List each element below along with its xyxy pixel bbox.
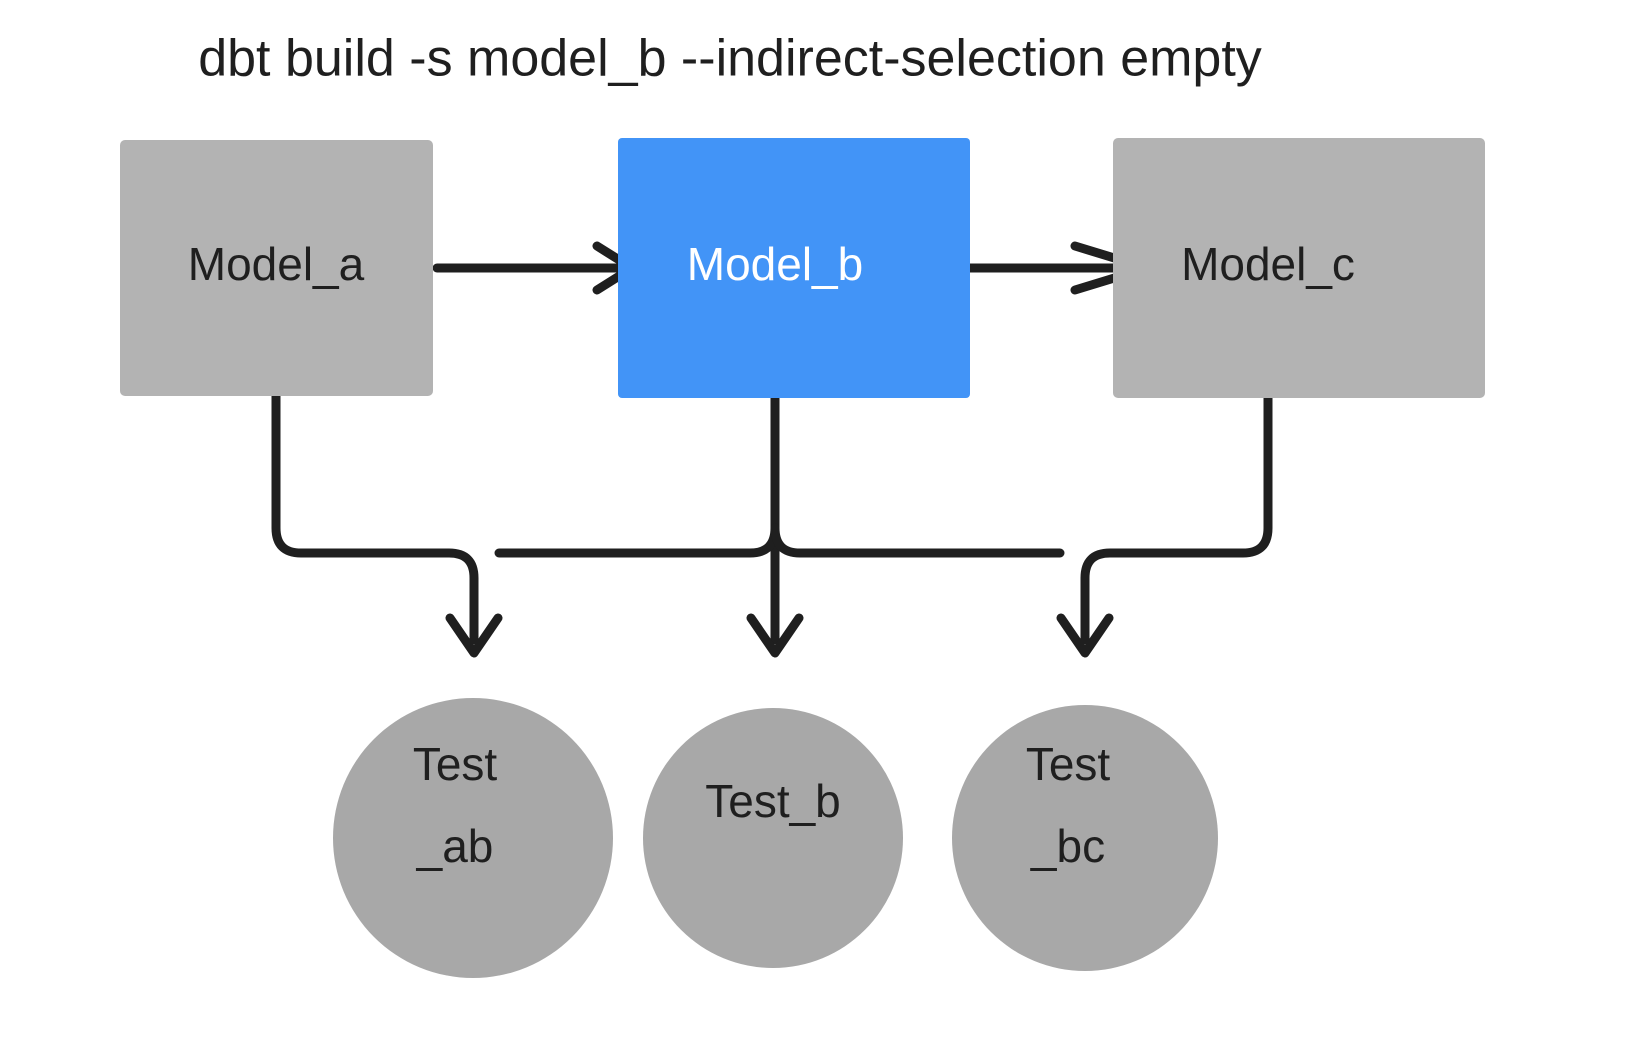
edge-model-c-to-test-bc bbox=[1056, 391, 1273, 658]
node-test-b-label-line1: Test_b bbox=[705, 775, 841, 827]
node-test-bc-label-line2: _bc bbox=[1030, 820, 1105, 872]
node-test-ab[interactable]: Test _ab bbox=[333, 698, 613, 978]
node-model-a-label: Model_a bbox=[188, 238, 365, 290]
node-model-c[interactable]: Model_c bbox=[1113, 138, 1485, 398]
edge-model-b-to-test-bc bbox=[770, 523, 1065, 558]
edge-model-b-to-test-ab bbox=[494, 523, 780, 558]
node-model-c-label: Model_c bbox=[1181, 238, 1355, 290]
node-test-bc[interactable]: Test _bc bbox=[952, 705, 1218, 971]
page-title: dbt build -s model_b --indirect-selectio… bbox=[198, 30, 1262, 88]
edge-model-a-to-model-b bbox=[432, 241, 637, 295]
node-model-b[interactable]: Model_b bbox=[618, 138, 970, 398]
node-test-b[interactable]: Test_b bbox=[643, 708, 903, 968]
edge-model-b-to-test-b bbox=[746, 391, 804, 658]
node-model-b-label: Model_b bbox=[687, 238, 863, 290]
node-model-a[interactable]: Model_a bbox=[120, 140, 433, 396]
node-test-ab-label-line2: _ab bbox=[416, 820, 494, 872]
edge-model-a-to-test-ab bbox=[271, 391, 503, 658]
node-test-ab-label-line1: Test bbox=[413, 738, 498, 790]
node-test-bc-label-line1: Test bbox=[1026, 738, 1111, 790]
